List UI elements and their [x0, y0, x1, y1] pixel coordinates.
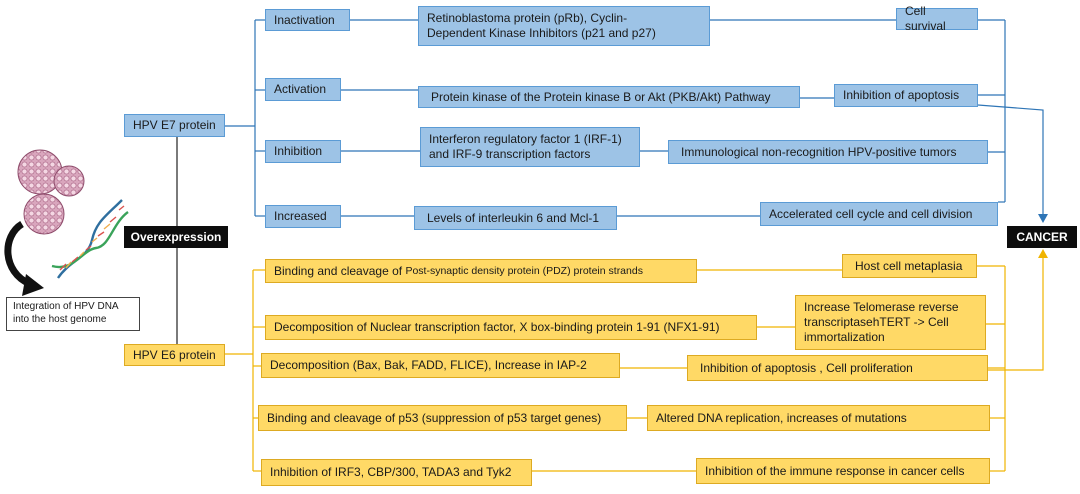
e6-effect-inhibition-apoptosis-proliferation: Inhibition of apoptosis , Cell prolifera… — [687, 355, 988, 381]
e7-effect-inhibition-apoptosis: Inhibition of apoptosis — [834, 84, 978, 107]
e6-mechanism-bax-bak: Decomposition (Bax, Bak, FADD, FLICE), I… — [261, 353, 620, 378]
e6-effect-immune-response-inhibition: Inhibition of the immune response in can… — [696, 458, 990, 484]
e7-action-inactivation: Inactivation — [265, 9, 350, 31]
e7-target-irf: Interferon regulatory factor 1 (IRF-1) a… — [420, 127, 640, 167]
e6-effect-telomerase: Increase Telomerase reverse transcriptas… — [795, 295, 986, 350]
e7-effect-immunological-non-recognition: Immunological non-recognition HPV-positi… — [668, 140, 988, 164]
integration-note: Integration of HPV DNA into the host gen… — [6, 297, 140, 331]
e7-action-activation: Activation — [265, 78, 341, 101]
e7-action-increased: Increased — [265, 205, 341, 228]
e6-mechanism-p53: Binding and cleavage of p53 (suppression… — [258, 405, 627, 431]
hpv-e7-protein: HPV E7 protein — [124, 114, 225, 137]
e7-target-pkb-akt: Protein kinase of the Protein kinase B o… — [418, 86, 800, 108]
hpv-e6-protein: HPV E6 protein — [124, 344, 225, 366]
e7-effect-accelerated-cell-cycle: Accelerated cell cycle and cell division — [760, 202, 998, 226]
e6-mechanism-pdz-detail: Post-synaptic density protein (PDZ) prot… — [405, 264, 643, 277]
dna-helix-icon — [51, 199, 129, 279]
e7-target-interleukin: Levels of interleukin 6 and Mcl-1 — [414, 206, 617, 230]
cancer-node: CANCER — [1007, 226, 1077, 248]
overexpression-node: Overexpression — [124, 226, 228, 248]
virus-particle-icon — [17, 149, 85, 235]
e7-target-retinoblastoma: Retinoblastoma protein (pRb), Cyclin- De… — [418, 6, 710, 46]
e6-mechanism-irf3-tyk2: Inhibition of IRF3, CBP/300, TADA3 and T… — [261, 459, 532, 486]
hpv-integration-illustration — [4, 149, 129, 296]
curved-arrow-icon — [4, 221, 44, 296]
e6-mechanism-pdz-label: Binding and cleavage of — [274, 263, 406, 278]
e7-action-inhibition: Inhibition — [265, 140, 341, 163]
e6-mechanism-nfx1: Decomposition of Nuclear transcription f… — [265, 315, 757, 340]
e6-effect-altered-dna-replication: Altered DNA replication, increases of mu… — [647, 405, 990, 431]
e7-effect-cell-survival: Cell survival — [896, 4, 978, 33]
e6-effect-host-cell-metaplasia: Host cell metaplasia — [842, 254, 977, 278]
e6-mechanism-pdz: Binding and cleavage of Post-synaptic de… — [265, 259, 697, 283]
